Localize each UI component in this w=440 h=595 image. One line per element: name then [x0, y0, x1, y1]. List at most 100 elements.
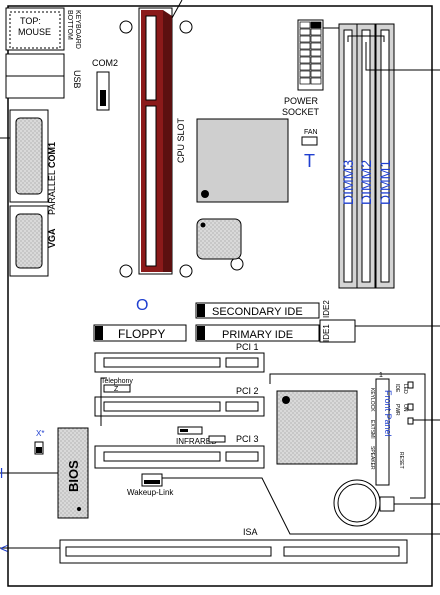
bios-label: BIOS	[66, 460, 81, 492]
power-pin	[310, 56, 322, 64]
x-marker: X*	[36, 429, 44, 438]
power-pin	[310, 42, 322, 50]
secondary-ide-label: SECONDARY IDE	[212, 306, 303, 318]
primary-ide-connector	[195, 324, 320, 342]
mount-hole	[230, 257, 244, 271]
power-pin	[299, 56, 311, 64]
power-pin	[299, 21, 311, 29]
mount-hole	[179, 20, 193, 34]
dimm-callout-2	[347, 35, 385, 42]
power-pin	[310, 28, 322, 36]
vga-port-inner	[15, 213, 43, 269]
ide-label-box	[319, 319, 356, 343]
telephony-pin: Z	[114, 386, 119, 393]
parallel-label: PARALLEL	[47, 170, 57, 215]
dimm1-slot-inner	[380, 29, 390, 283]
power-pin	[310, 35, 322, 43]
power-pin	[310, 70, 322, 78]
cpu-callout	[171, 0, 183, 19]
chip-pin1-dot	[200, 222, 206, 228]
battery-inner	[337, 483, 377, 523]
dimm2-label: DIMM2	[358, 160, 374, 205]
fp-pin-block	[407, 417, 414, 425]
infrared-pins	[180, 429, 188, 432]
front-panel-bracket	[269, 373, 426, 499]
wakeup-link-label: Wakeup-Link	[127, 488, 174, 497]
fan-label: FAN	[304, 129, 318, 136]
telephony-header	[103, 384, 131, 393]
pci1-slot-inner-b	[225, 357, 259, 368]
fp-pin-block	[407, 381, 414, 389]
power-pin	[310, 77, 322, 85]
com2-header-pins	[100, 90, 106, 106]
pci3-slot-inner-b	[225, 451, 259, 462]
isa-label: ISA	[243, 527, 258, 537]
dimm2-slot-inner	[361, 29, 371, 283]
bottom-keyboard-label: BOTTOMKEYBOARD	[66, 10, 81, 49]
southbridge-chip	[276, 390, 358, 465]
dimm3-label: DIMM3	[340, 160, 356, 205]
power-pin	[299, 70, 311, 78]
power-pin	[310, 21, 322, 29]
power-pin	[310, 63, 322, 71]
secondary-ide-key	[197, 304, 205, 317]
power-pin	[299, 63, 311, 71]
fp-led-label: LED	[402, 384, 408, 394]
fp-speaker-label: SPEAKER	[369, 446, 375, 470]
ps2-top-port	[9, 11, 61, 49]
pci2-label: PCI 2	[236, 386, 259, 396]
floppy-key	[95, 326, 103, 340]
cpu-slot-label: CPU SLOT	[176, 117, 186, 163]
power-pin	[299, 28, 311, 36]
pci2-slot-inner-a	[103, 401, 221, 412]
power-socket-pins	[299, 21, 322, 85]
callout-left-mark-1: l	[0, 465, 3, 481]
pci1-label: PCI 1	[236, 342, 259, 352]
dimm-callout	[365, 42, 440, 71]
top-mouse-line1: TOP:	[20, 16, 41, 26]
battery-tab	[379, 496, 395, 512]
chipset-secondary	[196, 218, 242, 260]
cpu-slot-window-2	[145, 105, 157, 267]
fp-ide-label: IDE	[394, 384, 400, 393]
fp-on-label: ON	[402, 404, 408, 412]
bios-chip	[57, 427, 89, 519]
front-panel-label: Front Panel	[383, 390, 393, 437]
power-socket-line1: POWER	[284, 96, 319, 106]
bottom-keyboard-line1: BOTTOM	[66, 10, 73, 40]
fp-keylock-label: KEYLOCK	[369, 388, 375, 412]
usb-label: USB	[72, 70, 82, 89]
dimm3-slot-inner	[343, 29, 353, 283]
top-mouse-line2: MOUSE	[18, 27, 51, 37]
bottom-keyboard-line2: KEYBOARD	[74, 10, 81, 49]
o-marker: O	[136, 297, 148, 314]
power-pin	[310, 49, 322, 57]
pci3-label: PCI 3	[236, 434, 259, 444]
callout-left-mark-2: <	[0, 540, 8, 556]
wakeup-link-pins	[144, 480, 160, 484]
isa-slot-inner-b	[283, 546, 400, 557]
fan-marker: T	[304, 151, 315, 171]
power-pin	[299, 49, 311, 57]
fp-pwr-label: PWR	[394, 404, 400, 416]
pci-bracket	[100, 377, 107, 426]
fan-header	[301, 136, 318, 146]
chip-pin1-dot	[282, 396, 290, 404]
top-mouse-label: TOP:MOUSE	[18, 16, 51, 37]
cpu-slot-window-1	[145, 15, 157, 101]
fp-pin1-label: 1	[379, 372, 383, 379]
fp-pin-block	[407, 403, 414, 411]
vga-label: VGA	[47, 228, 57, 248]
mount-hole	[119, 264, 133, 278]
telephony-label: Telephony	[101, 378, 133, 385]
ps2-connector	[5, 7, 65, 51]
power-socket	[297, 19, 324, 91]
dimm1-label: DIMM1	[377, 160, 393, 205]
chip-pin1-dot	[201, 190, 209, 198]
floppy-connector	[93, 324, 187, 342]
power-pin	[299, 77, 311, 85]
board-outline	[7, 5, 433, 587]
fp-reset-label: RESET	[398, 452, 404, 469]
